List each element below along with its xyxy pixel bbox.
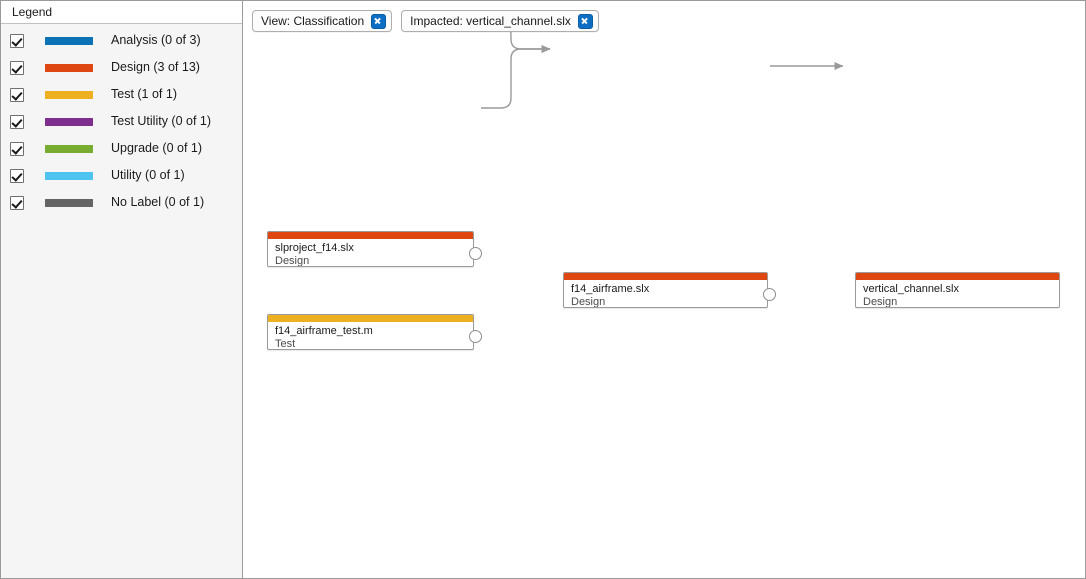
legend-color-swatch — [45, 171, 93, 180]
graph-panel: View: Classification Impacted: vertical_… — [243, 0, 1086, 579]
node-classification-label: Design — [275, 255, 310, 267]
graph-canvas[interactable]: slproject_f14.slx Design f14_airframe_te… — [243, 1, 1085, 578]
node-body: f14_airframe_test.m Test — [268, 322, 473, 350]
checkbox-checked-icon[interactable] — [10, 195, 24, 210]
graph-node-slproject-f14[interactable]: slproject_f14.slx Design — [267, 231, 474, 267]
node-output-port[interactable] — [469, 330, 482, 343]
node-output-port[interactable] — [469, 247, 482, 260]
legend-color-swatch — [45, 90, 93, 99]
graph-node-vertical-channel[interactable]: vertical_channel.slx Design — [855, 272, 1060, 308]
legend-item-label: Analysis (0 of 3) — [111, 33, 201, 48]
node-body: f14_airframe.slx Design — [564, 280, 767, 308]
node-title: vertical_channel.slx — [863, 283, 959, 295]
legend-color-swatch — [45, 144, 93, 153]
legend-item-label: Test (1 of 1) — [111, 87, 177, 102]
legend-item-no-label[interactable]: No Label (0 of 1) — [1, 189, 242, 216]
legend-item-label: Design (3 of 13) — [111, 60, 200, 75]
legend-item-design[interactable]: Design (3 of 13) — [1, 54, 242, 81]
legend-item-label: No Label (0 of 1) — [111, 195, 205, 210]
node-title: f14_airframe.slx — [571, 283, 650, 295]
node-body: vertical_channel.slx Design — [856, 280, 1059, 308]
node-classification-bar — [268, 232, 473, 239]
legend-panel: Legend Analysis (0 of 3) Design (3 of 13… — [0, 0, 243, 579]
legend-title: Legend — [12, 5, 53, 19]
checkbox-checked-icon[interactable] — [10, 141, 24, 156]
legend-item-upgrade[interactable]: Upgrade (0 of 1) — [1, 135, 242, 162]
legend-item-label: Utility (0 of 1) — [111, 168, 185, 183]
legend-item-test-utility[interactable]: Test Utility (0 of 1) — [1, 108, 242, 135]
node-classification-bar — [268, 315, 473, 322]
node-classification-label: Design — [863, 296, 898, 308]
legend-item-label: Test Utility (0 of 1) — [111, 114, 212, 129]
legend-item-test[interactable]: Test (1 of 1) — [1, 81, 242, 108]
graph-node-f14-airframe[interactable]: f14_airframe.slx Design — [563, 272, 768, 308]
legend-panel-header: Legend — [1, 1, 242, 24]
node-classification-label: Design — [571, 296, 606, 308]
legend-color-swatch — [45, 198, 93, 207]
legend-color-swatch — [45, 117, 93, 126]
node-classification-label: Test — [275, 338, 296, 350]
node-output-port[interactable] — [763, 288, 776, 301]
chip-label: Impacted: vertical_channel.slx — [410, 14, 571, 28]
legend-item-label: Upgrade (0 of 1) — [111, 141, 203, 156]
legend-list: Analysis (0 of 3) Design (3 of 13) Test … — [1, 24, 242, 578]
checkbox-checked-icon[interactable] — [10, 60, 24, 75]
node-body: slproject_f14.slx Design — [268, 239, 473, 267]
checkbox-checked-icon[interactable] — [10, 114, 24, 129]
close-icon[interactable] — [371, 13, 387, 29]
legend-item-analysis[interactable]: Analysis (0 of 3) — [1, 27, 242, 54]
node-title: slproject_f14.slx — [275, 242, 354, 254]
node-classification-bar — [856, 273, 1059, 280]
legend-color-swatch — [45, 36, 93, 45]
checkbox-checked-icon[interactable] — [10, 33, 24, 48]
edge-airframetest-to-airframe — [481, 45, 551, 109]
legend-color-swatch — [45, 63, 93, 72]
graph-node-f14-airframe-test[interactable]: f14_airframe_test.m Test — [267, 314, 474, 350]
close-icon[interactable] — [577, 13, 593, 29]
checkbox-checked-icon[interactable] — [10, 168, 24, 183]
node-classification-bar — [564, 273, 767, 280]
legend-item-utility[interactable]: Utility (0 of 1) — [1, 162, 242, 189]
chip-view-classification[interactable]: View: Classification — [252, 10, 393, 32]
filter-chip-bar: View: Classification Impacted: vertical_… — [252, 10, 599, 32]
chip-impacted-vertical-channel[interactable]: Impacted: vertical_channel.slx — [401, 10, 599, 32]
chip-label: View: Classification — [261, 14, 365, 28]
node-title: f14_airframe_test.m — [275, 325, 373, 337]
checkbox-checked-icon[interactable] — [10, 87, 24, 102]
